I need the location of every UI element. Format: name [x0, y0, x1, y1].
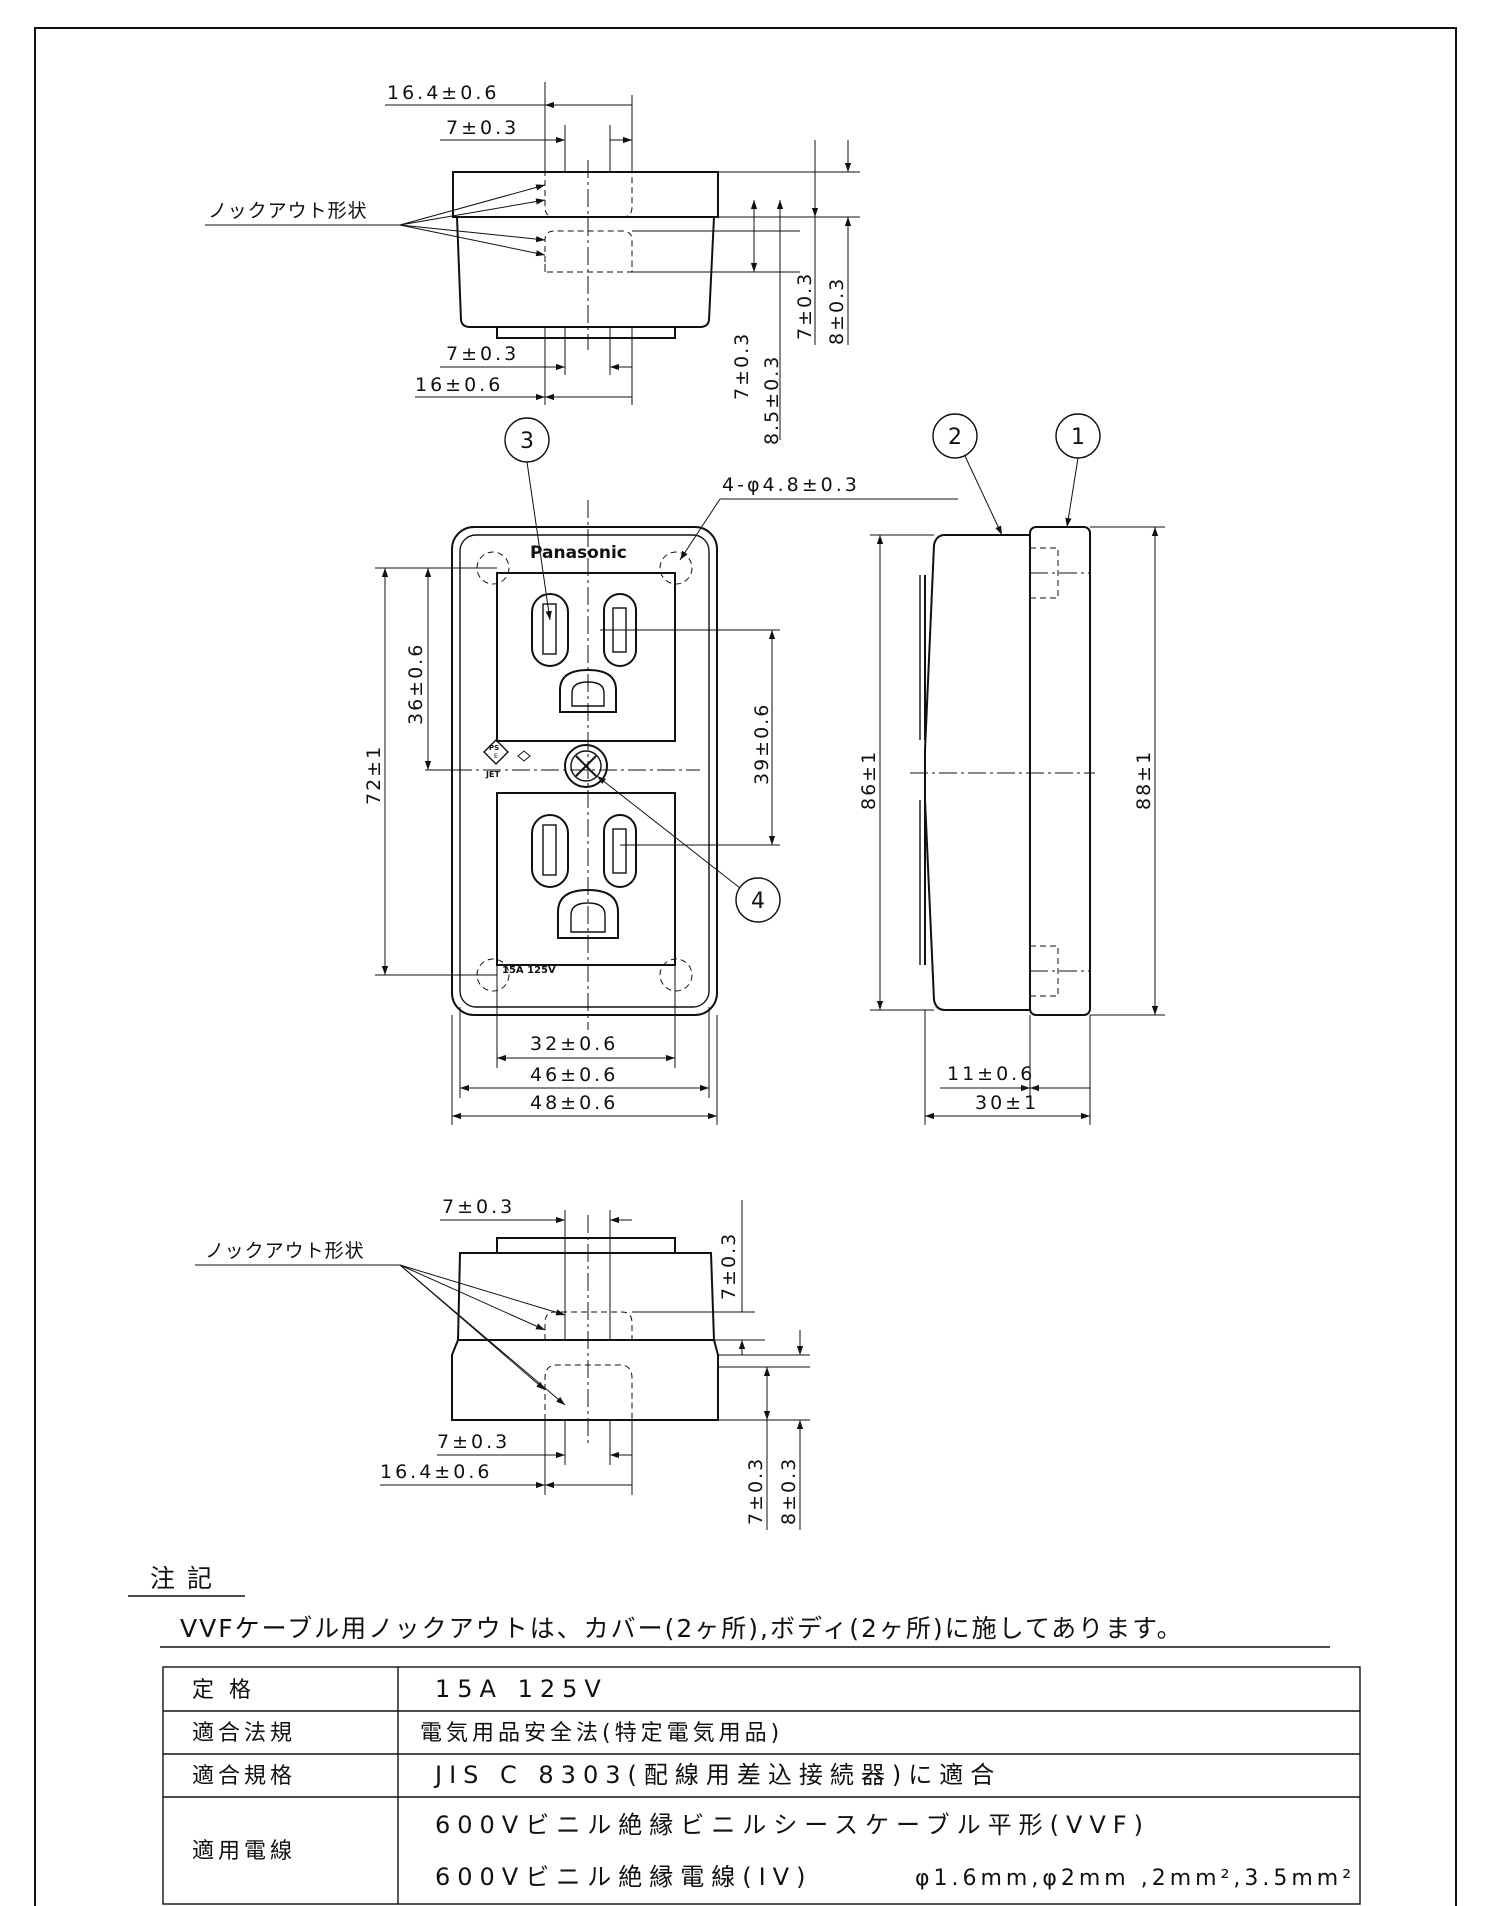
balloon-2: 2	[932, 413, 1003, 536]
rating-mark: 15A 125V	[502, 965, 556, 976]
mount-hole-br	[659, 958, 693, 992]
top-dim-v7-b: 7±0.3	[794, 272, 816, 340]
bottom-dim-16-4: 16.4±0.6	[380, 1461, 492, 1483]
side-body	[924, 534, 1030, 1011]
svg-text:4: 4	[751, 889, 765, 914]
front-dim-36: 36±0.6	[405, 643, 427, 725]
top-view-cover	[452, 171, 719, 218]
spec-table: 定 格 15A 125V 適合法規 電気用品安全法(特定電気用品) 適合規格 J…	[162, 1666, 1361, 1905]
spec-value-rating: 15A 125V	[435, 1675, 608, 1703]
notes-section: 注 記 VVFケーブル用ノックアウトは、カバー(2ヶ所),ボディ(2ヶ所)に施し…	[128, 1564, 1330, 1648]
side-dim-88: 88±1	[1133, 750, 1155, 810]
front-view: Panasonic 15A 125V PS E JET 72±1 36±0.6 …	[363, 474, 958, 1125]
center-screw	[564, 744, 608, 788]
top-view: 16.4±0.6 7±0.3 7±0.3 16±0.6 7±0.3 8.5±0.…	[205, 82, 860, 445]
mount-hole-tr	[659, 551, 693, 585]
holes-dim-label: 4-φ4.8±0.3	[722, 474, 860, 496]
spec-value-wire-sizes: φ1.6mm,φ2mm ,2mm²,3.5mm²	[915, 1866, 1355, 1891]
top-dim-7-lower: 7±0.3	[446, 343, 519, 365]
lower-slot-right	[603, 814, 637, 888]
bottom-view-cover	[451, 1339, 719, 1421]
notes-heading: 注 記	[150, 1564, 214, 1593]
front-dim-48: 48±0.6	[530, 1092, 618, 1114]
top-dim-v7-a: 7±0.3	[731, 332, 753, 400]
front-dim-32: 32±0.6	[530, 1033, 618, 1055]
svg-text:1: 1	[1071, 425, 1085, 450]
balloon-3: 3	[504, 417, 552, 621]
top-dim-7-upper: 7±0.3	[446, 117, 519, 139]
mount-hole-tl	[476, 551, 510, 585]
top-dim-v8-5: 8.5±0.3	[761, 355, 783, 445]
upper-outlet-face	[496, 572, 676, 742]
bottom-view-body	[456, 1252, 716, 1341]
bottom-dim-7-bottom: 7±0.3	[437, 1431, 510, 1453]
spec-value-standard: JIS C 8303(配線用差込接続器)に適合	[433, 1761, 1001, 1789]
bottom-dim-v7-upper: 7±0.3	[718, 1232, 740, 1300]
side-view: 86±1 88±1 11±0.6 30±1	[858, 526, 1165, 1125]
spec-label-standard: 適合規格	[192, 1764, 296, 1789]
bottom-dim-v8: 8±0.3	[778, 1457, 800, 1525]
spec-value-law: 電気用品安全法(特定電気用品)	[420, 1721, 783, 1746]
sheet-border	[34, 27, 1457, 1906]
brand-logo: Panasonic	[530, 543, 627, 563]
spec-label-law: 適合法規	[192, 1721, 296, 1746]
knockout-upper	[544, 170, 633, 218]
balloon-1: 1	[1055, 413, 1101, 528]
bottom-dim-7-top: 7±0.3	[442, 1196, 515, 1218]
side-dim-86: 86±1	[858, 750, 880, 810]
front-dim-72: 72±1	[363, 745, 385, 805]
top-view-base	[496, 326, 676, 339]
jet-mark: JET	[485, 770, 500, 779]
lower-outlet-face	[496, 792, 676, 966]
pse-text-e: E	[494, 753, 498, 760]
spec-label-wire: 適用電線	[192, 1839, 296, 1864]
svg-text:3: 3	[520, 429, 534, 454]
notes-text: VVFケーブル用ノックアウトは、カバー(2ヶ所),ボディ(2ヶ所)に施してありま…	[180, 1614, 1184, 1643]
front-outer-frame	[451, 526, 718, 1016]
bottom-dim-v7: 7±0.3	[745, 1457, 767, 1525]
side-dim-30: 30±1	[975, 1092, 1039, 1114]
side-dim-11: 11±0.6	[947, 1063, 1035, 1085]
top-knockout-label: ノックアウト形状	[208, 200, 368, 222]
bottom-knockout-label: ノックアウト形状	[205, 1240, 365, 1262]
spec-label-rating: 定 格	[192, 1678, 255, 1703]
lower-slot-left	[531, 814, 569, 888]
bottom-view: 7±0.3 7±0.3 16.4±0.6 7±0.3 7±0.3 8±0.3 ノ…	[195, 1196, 810, 1530]
upper-slot-left	[531, 593, 569, 667]
bottom-view-base	[496, 1237, 676, 1254]
front-dim-39: 39±0.6	[751, 703, 773, 785]
pse-diamond	[483, 739, 509, 765]
spec-value-wire-vvf: 600Vビニル絶縁ビニルシースケーブル平形(VVF)	[435, 1811, 1150, 1839]
top-dim-16-4: 16.4±0.6	[387, 82, 499, 104]
side-cover	[1029, 526, 1091, 1016]
top-dim-16: 16±0.6	[415, 374, 503, 396]
mount-hole-bl	[476, 958, 510, 992]
top-dim-v8: 8±0.3	[826, 277, 848, 345]
svg-text:2: 2	[948, 425, 962, 450]
pse-text: PS	[489, 744, 499, 752]
spec-value-wire-iv: 600Vビニル絶縁電線(IV)	[435, 1863, 812, 1891]
front-dim-46: 46±0.6	[530, 1064, 618, 1086]
balloon-4: 4	[596, 775, 781, 923]
